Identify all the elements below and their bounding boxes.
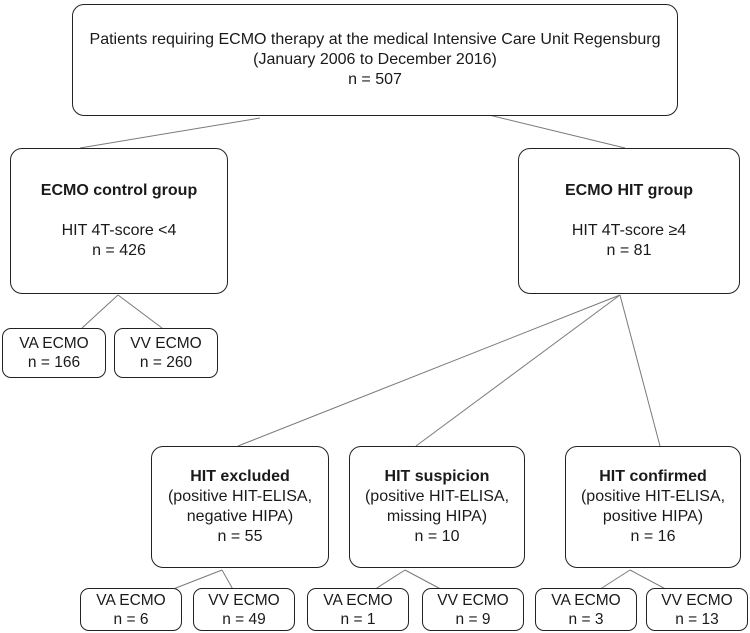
control-group-count: n = 426 — [92, 242, 146, 259]
control-vv-count: n = 260 — [139, 354, 193, 371]
hit-suspicion-line1: (positive HIT-ELISA, — [364, 488, 510, 505]
hit-suspicion-title: HIT suspicion — [384, 468, 490, 485]
excluded-va-label: VA ECMO — [96, 591, 166, 609]
suspicion-vv-count: n = 9 — [455, 610, 491, 628]
suspicion-va-node: VA ECMO n = 1 — [307, 588, 409, 631]
excluded-va-node: VA ECMO n = 6 — [80, 588, 182, 631]
confirmed-va-count: n = 3 — [568, 610, 604, 628]
root-period: (January 2006 to December 2016) — [253, 51, 497, 68]
hit-confirmed-count: n = 16 — [630, 528, 676, 545]
hit-confirmed-line2: positive HIPA) — [602, 508, 704, 525]
root-node: Patients requiring ECMO therapy at the m… — [72, 4, 678, 116]
hit-group-count: n = 81 — [606, 242, 652, 259]
control-group-title: ECMO control group — [40, 182, 198, 199]
hit-excluded-line1: (positive HIT-ELISA, — [167, 488, 313, 505]
root-description: Patients requiring ECMO therapy at the m… — [89, 31, 661, 48]
edge-root-control — [79, 117, 261, 149]
edge-control-va — [81, 294, 119, 329]
hit-group-title: ECMO HIT group — [565, 182, 693, 199]
control-va-count: n = 166 — [27, 354, 81, 371]
excluded-vv-label: VV ECMO — [208, 591, 280, 609]
hit-confirmed-title: HIT confirmed — [599, 468, 707, 485]
control-group-criterion: HIT 4T-score <4 — [61, 222, 177, 239]
excluded-vv-count: n = 49 — [222, 610, 266, 628]
hit-excluded-line2: negative HIPA) — [186, 508, 294, 525]
confirmed-va-node: VA ECMO n = 3 — [535, 588, 637, 631]
suspicion-vv-label: VV ECMO — [437, 591, 509, 609]
suspicion-vv-node: VV ECMO n = 9 — [422, 588, 524, 631]
hit-group-node: ECMO HIT group HIT 4T-score ≥4 n = 81 — [518, 148, 740, 294]
excluded-vv-node: VV ECMO n = 49 — [193, 588, 295, 631]
control-vv-node: VV ECMO n = 260 — [114, 328, 218, 378]
edge-control-vv — [117, 294, 163, 329]
suspicion-va-count: n = 1 — [340, 610, 376, 628]
confirmed-vv-count: n = 13 — [675, 610, 719, 628]
hit-group-criterion: HIT 4T-score ≥4 — [571, 222, 687, 239]
hit-confirmed-line1: (positive HIT-ELISA, — [580, 488, 726, 505]
hit-confirmed-node: HIT confirmed (positive HIT-ELISA, posit… — [565, 446, 741, 568]
control-va-node: VA ECMO n = 166 — [2, 328, 106, 378]
edge-hit-excluded — [237, 294, 621, 447]
hit-suspicion-count: n = 10 — [414, 528, 460, 545]
excluded-va-count: n = 6 — [113, 610, 149, 628]
suspicion-va-label: VA ECMO — [323, 591, 393, 609]
edge-hit-suspicion — [415, 294, 621, 447]
control-vv-label: VV ECMO — [130, 335, 202, 352]
control-group-node: ECMO control group HIT 4T-score <4 n = 4… — [10, 148, 228, 294]
root-count: n = 507 — [348, 71, 402, 88]
confirmed-va-label: VA ECMO — [551, 591, 621, 609]
control-va-label: VA ECMO — [19, 335, 89, 352]
edge-hit-confirmed — [619, 294, 661, 447]
confirmed-vv-node: VV ECMO n = 13 — [646, 588, 748, 631]
hit-suspicion-line2: missing HIPA) — [386, 508, 488, 525]
hit-suspicion-node: HIT suspicion (positive HIT-ELISA, missi… — [349, 446, 525, 568]
hit-excluded-title: HIT excluded — [190, 468, 290, 485]
hit-excluded-count: n = 55 — [217, 528, 263, 545]
hit-excluded-node: HIT excluded (positive HIT-ELISA, negati… — [151, 446, 329, 568]
confirmed-vv-label: VV ECMO — [661, 591, 733, 609]
